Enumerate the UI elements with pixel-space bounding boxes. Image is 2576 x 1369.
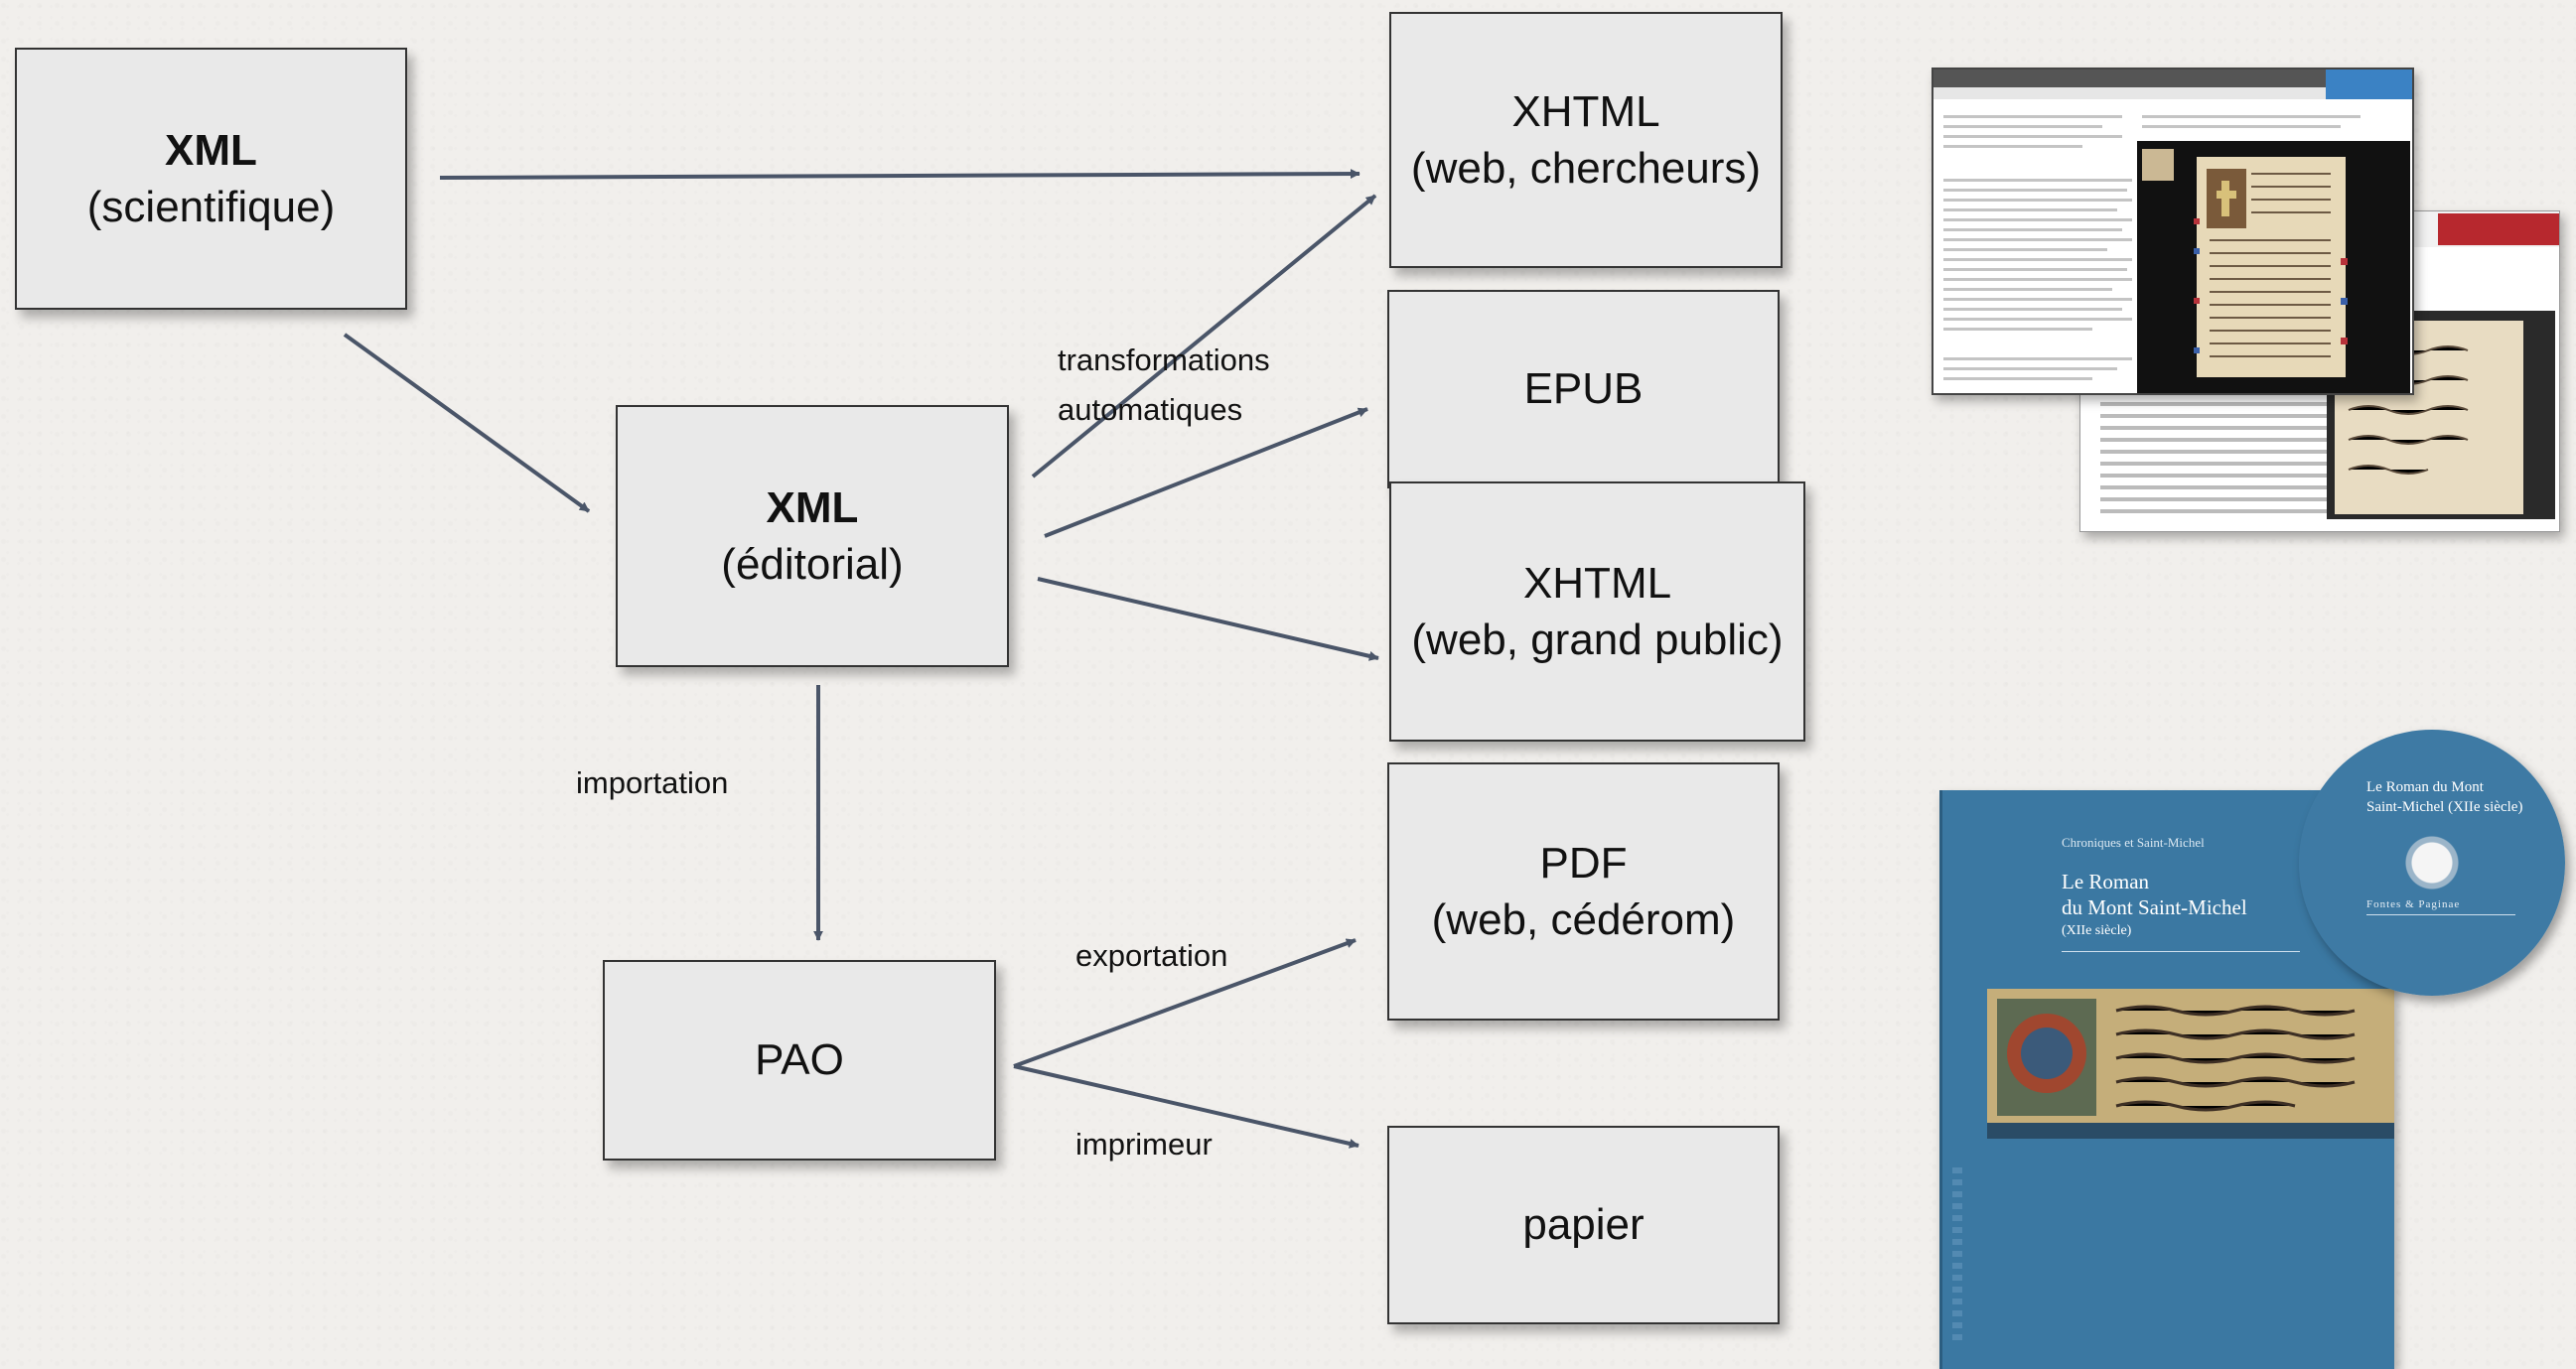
node-subtitle: (scientifique) (86, 183, 336, 231)
arrow-pao-to-paper (1013, 1064, 1360, 1149)
edge-label-transformations: transformations (1058, 342, 1270, 377)
node-title: PAO (755, 1035, 844, 1085)
node-subtitle: (web, grand public) (1411, 616, 1784, 664)
node-subtitle: (éditorial) (721, 540, 904, 589)
cd-disc: Le Roman du Mont Saint-Michel (XIIe sièc… (2299, 730, 2565, 996)
book-title-line1: Le Roman (2062, 870, 2150, 893)
book-title-line3: (XIIe siècle) (2062, 923, 2132, 938)
edge-label-importation: importation (576, 765, 729, 800)
cd-title-line1: Le Roman du Mont (2366, 779, 2484, 795)
book-spine-text (1952, 1167, 1962, 1346)
edge-label-automatiques: automatiques (1058, 392, 1243, 427)
node-epub: EPUB (1387, 290, 1780, 488)
book-title-line2: du Mont Saint-Michel (2062, 895, 2247, 919)
node-xml-scientific: XML (scientifique) (15, 48, 407, 310)
arrow-xmledit-to-epub (1044, 407, 1368, 538)
node-title: XHTML (1522, 558, 1672, 608)
node-xhtml-public: XHTML (web, grand public) (1389, 481, 1805, 742)
arrow-xmlsci-to-xhtml-research (439, 169, 1360, 180)
node-xhtml-research: XHTML (web, chercheurs) (1389, 12, 1783, 268)
node-paper: papier (1387, 1126, 1780, 1324)
node-xml-editorial: XML (éditorial) (616, 405, 1009, 667)
node-subtitle: (web, chercheurs) (1410, 144, 1762, 193)
book-series: Chroniques et Saint-Michel (2062, 835, 2205, 850)
book-manuscript-image (1987, 989, 2394, 1123)
arrow-xmledit-to-xhtml-public (1037, 577, 1379, 661)
node-title: XML (165, 125, 257, 175)
cd-footer: Fontes & Paginae (2366, 898, 2461, 910)
node-title: XML (766, 482, 859, 532)
website-screenshot-front (1932, 68, 2414, 395)
cd-title-line2: Saint-Michel (XIIe siècle) (2366, 799, 2523, 815)
edge-label-exportation: exportation (1075, 938, 1228, 973)
cd-rule (2366, 914, 2515, 915)
node-pao: PAO (603, 960, 996, 1161)
node-title: papier (1522, 1200, 1645, 1250)
arrow-xmledit-to-xhtml-research (1031, 194, 1377, 479)
node-pdf: PDF (web, cédérom) (1387, 762, 1780, 1021)
arrow-pao-to-pdf (1013, 938, 1357, 1068)
node-title: EPUB (1523, 364, 1644, 414)
arrow-xmlsci-to-xmledit (343, 333, 591, 513)
book-band (1987, 1123, 2394, 1139)
node-subtitle: (web, cédérom) (1431, 895, 1736, 944)
edge-label-imprimeur: imprimeur (1075, 1127, 1213, 1162)
node-title: XHTML (1511, 86, 1660, 136)
node-title: PDF (1539, 838, 1628, 888)
book-rule (2062, 951, 2300, 952)
